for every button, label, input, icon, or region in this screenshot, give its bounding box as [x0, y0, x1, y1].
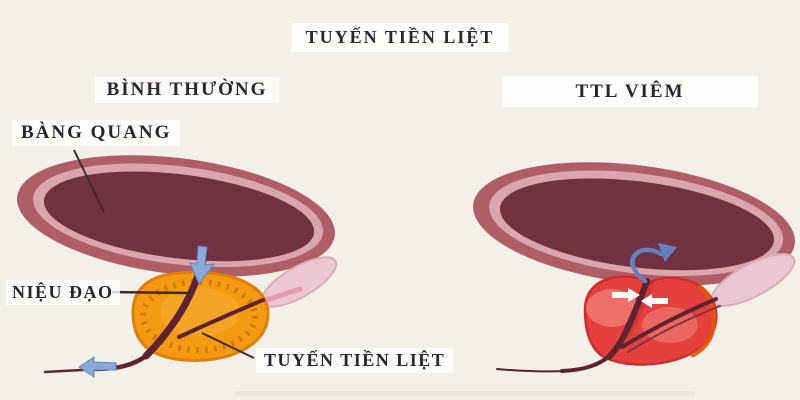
prostate-label: TUYẾN TIỀN LIỆT: [256, 348, 454, 373]
urine-flow-down-arrow-icon: [189, 245, 216, 285]
urine-reflux-arrow-curve: [630, 247, 664, 284]
figure-normal: [17, 155, 338, 378]
compression-arrow-left-icon: [612, 288, 640, 302]
prostate-inflamed-highlight-right: [642, 307, 698, 343]
urethra-exit-inflamed: [560, 354, 612, 373]
bladder-pointer-line: [73, 149, 105, 213]
prostate-normal-highlight: [160, 288, 240, 336]
ejaculatory-duct-connector: [257, 286, 303, 305]
bladder-interior: [499, 178, 775, 271]
ejaculatory-duct-inflamed: [620, 297, 718, 349]
bladder-inflamed: [473, 162, 795, 286]
ground-shadow: [235, 391, 695, 396]
prostate-gland-ticks: [140, 279, 258, 353]
urine-reflux-arrow-icon: [658, 243, 677, 262]
panel-heading-inflamed: TTL VIÊM: [502, 76, 758, 107]
bladder-label: BÀNG QUANG: [12, 120, 181, 146]
bladder-normal: [17, 155, 335, 277]
urethra-tail-inflamed: [496, 368, 567, 373]
urethra-label: NIỆU ĐẠO: [6, 280, 120, 305]
prostate-inflamed-highlight-left: [586, 289, 638, 327]
urethra-pointer-line: [111, 290, 192, 295]
prostate-pointer-line: [201, 332, 255, 359]
ejaculatory-duct-wall: [627, 305, 721, 353]
figure-inflamed: [473, 162, 796, 373]
panel-heading-normal: BÌNH THƯỜNG: [94, 77, 280, 103]
inflammation-rim: [690, 284, 717, 358]
urine-flow-out-arrow-icon: [78, 356, 117, 378]
ejaculatory-duct-normal: [177, 298, 265, 339]
compression-arrow-right-icon: [641, 294, 668, 308]
bladder-interior: [43, 171, 315, 262]
page-title: TUYẾN TIỀN LIỆT: [291, 23, 509, 52]
urethra-inflamed: [606, 278, 650, 360]
